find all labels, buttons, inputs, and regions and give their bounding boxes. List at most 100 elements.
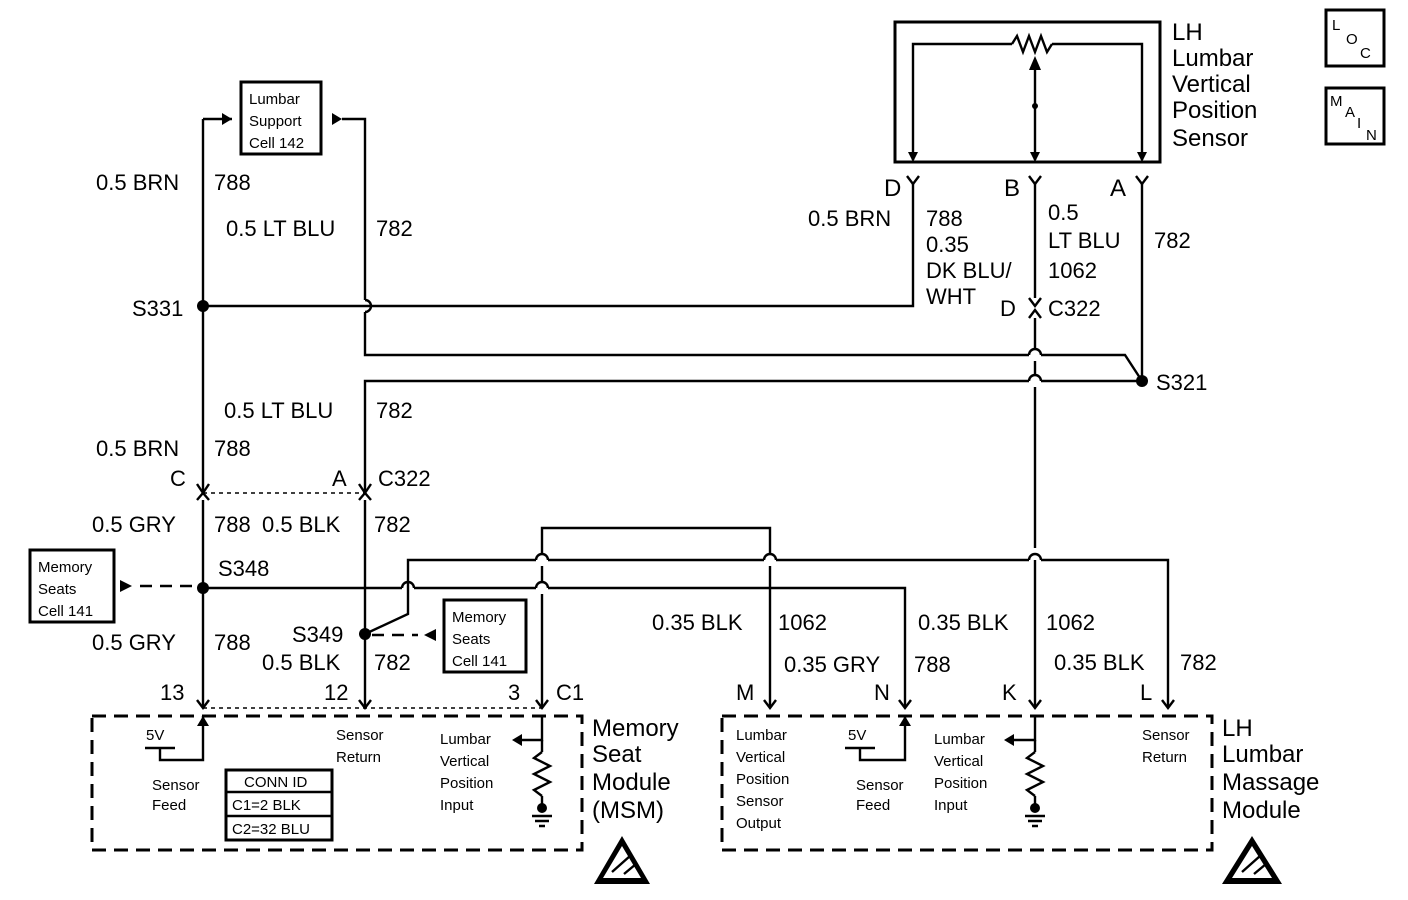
svg-text:0.35 BLK: 0.35 BLK (1054, 650, 1145, 675)
svg-text:Sensor: Sensor (152, 777, 200, 794)
svg-text:C: C (170, 466, 186, 491)
svg-text:L: L (1140, 680, 1152, 705)
svg-text:788: 788 (914, 652, 951, 677)
svg-text:D: D (884, 175, 901, 202)
svg-text:A: A (332, 466, 347, 491)
esd-warning-icon[interactable] (594, 836, 650, 884)
svg-text:LT BLU: LT BLU (1048, 228, 1121, 253)
svg-text:A: A (1345, 104, 1355, 121)
svg-text:C1: C1 (556, 680, 584, 705)
svg-text:1062: 1062 (778, 610, 827, 635)
svg-text:D: D (1000, 296, 1016, 321)
svg-text:S321: S321 (1156, 370, 1207, 395)
svg-text:Position: Position (440, 775, 493, 792)
svg-text:N: N (874, 680, 890, 705)
svg-text:Vertical: Vertical (440, 753, 489, 770)
svg-text:Cell 142: Cell 142 (249, 135, 304, 152)
MAIN-icon[interactable]: M A I N (1324, 86, 1386, 146)
splice-s349 (359, 628, 371, 640)
svg-text:Lumbar: Lumbar (249, 91, 300, 108)
svg-text:Vertical: Vertical (736, 749, 785, 766)
ground-icon (532, 803, 552, 828)
svg-text:Sensor: Sensor (856, 777, 904, 794)
splice-s321 (1136, 375, 1148, 387)
svg-text:782: 782 (376, 398, 413, 423)
svg-text:LH: LH (1222, 715, 1253, 742)
svg-text:782: 782 (1154, 228, 1191, 253)
svg-text:Input: Input (440, 797, 474, 814)
ground-icon (1025, 803, 1045, 828)
sensor-pin-labels: D B A (884, 175, 1126, 202)
svg-text:Sensor: Sensor (336, 727, 384, 744)
svg-text:788: 788 (214, 170, 251, 195)
svg-text:C322: C322 (378, 466, 431, 491)
connector-marks (196, 297, 1175, 710)
msm-title: Memory Seat Module (MSM) (592, 715, 679, 824)
splice-s348 (197, 582, 209, 594)
svg-text:Vertical: Vertical (934, 753, 983, 770)
svg-text:0.35 GRY: 0.35 GRY (784, 652, 881, 677)
svg-text:Seats: Seats (452, 631, 490, 648)
svg-text:Massage: Massage (1222, 769, 1319, 796)
LOC-icon[interactable]: L O C (1324, 8, 1386, 68)
svg-text:A: A (1110, 175, 1126, 202)
svg-text:Lumbar: Lumbar (736, 727, 787, 744)
svg-text:0.35: 0.35 (926, 232, 969, 257)
svg-text:13: 13 (160, 680, 184, 705)
svg-text:0.5 LT BLU: 0.5 LT BLU (224, 398, 333, 423)
svg-text:Lumbar: Lumbar (1172, 45, 1253, 72)
lumbar-massage-module[interactable]: Lumbar Vertical Position Sensor Output 5… (720, 714, 1214, 852)
svg-text:Output: Output (736, 815, 782, 832)
svg-text:Memory: Memory (452, 609, 507, 626)
svg-text:782: 782 (376, 216, 413, 241)
memory-seat-module[interactable]: 5V Sensor Feed Sensor Return Lumbar Vert… (90, 714, 584, 852)
svg-text:782: 782 (374, 512, 411, 537)
svg-text:788: 788 (926, 206, 963, 231)
svg-text:788: 788 (214, 630, 251, 655)
svg-text:0.5: 0.5 (1048, 200, 1079, 225)
conn-id-table: CONN ID C1=2 BLK C2=32 BLU (224, 768, 334, 842)
esd-warning-icon[interactable] (1222, 836, 1282, 884)
svg-text:Seat: Seat (592, 741, 642, 768)
svg-text:DK BLU/: DK BLU/ (926, 258, 1012, 283)
svg-text:L: L (1332, 17, 1340, 34)
lumbar-support-cell-142[interactable]: Lumbar Support Cell 142 (239, 80, 323, 156)
svg-text:0.5 BRN: 0.5 BRN (96, 170, 179, 195)
svg-text:Feed: Feed (152, 797, 186, 814)
svg-text:C2=32 BLU: C2=32 BLU (232, 821, 310, 838)
svg-text:Cell 141: Cell 141 (38, 603, 93, 620)
svg-text:0.5 GRY: 0.5 GRY (92, 630, 176, 655)
svg-text:M: M (1330, 93, 1343, 110)
svg-text:3: 3 (508, 680, 520, 705)
svg-text:S349: S349 (292, 622, 343, 647)
svg-text:Support: Support (249, 113, 302, 130)
massage-title: LH Lumbar Massage Module (1222, 715, 1319, 824)
svg-text:Position: Position (736, 771, 789, 788)
wire-labels: 0.5 BRN 788 0.5 LT BLU 782 S331 0.5 BRN … (92, 170, 1217, 705)
svg-text:788: 788 (214, 512, 251, 537)
svg-text:(MSM): (MSM) (592, 797, 664, 824)
svg-text:C1=2 BLK: C1=2 BLK (232, 797, 301, 814)
svg-text:Module: Module (592, 769, 671, 796)
svg-text:Lumbar: Lumbar (1222, 741, 1303, 768)
svg-text:0.5 LT BLU: 0.5 LT BLU (226, 216, 335, 241)
svg-text:WHT: WHT (926, 284, 976, 309)
svg-text:CONN ID: CONN ID (244, 774, 308, 791)
svg-text:Feed: Feed (856, 797, 890, 814)
svg-text:B: B (1004, 175, 1020, 202)
lumbar-position-sensor (893, 20, 1162, 164)
svg-text:C: C (1360, 45, 1371, 62)
svg-text:782: 782 (1180, 650, 1217, 675)
svg-text:Position: Position (1172, 97, 1257, 124)
svg-text:S348: S348 (218, 556, 269, 581)
sensor-title: LH Lumbar Vertical Position Sensor (1172, 19, 1257, 152)
svg-text:0.5 BLK: 0.5 BLK (262, 650, 341, 675)
svg-text:Memory: Memory (38, 559, 93, 576)
svg-text:Position: Position (934, 775, 987, 792)
svg-text:Module: Module (1222, 797, 1301, 824)
memory-seats-cell-141-left[interactable]: Memory Seats Cell 141 (28, 548, 116, 624)
svg-text:S331: S331 (132, 296, 183, 321)
svg-text:Seats: Seats (38, 581, 76, 598)
memory-seats-cell-141-right[interactable]: Memory Seats Cell 141 (442, 598, 528, 674)
